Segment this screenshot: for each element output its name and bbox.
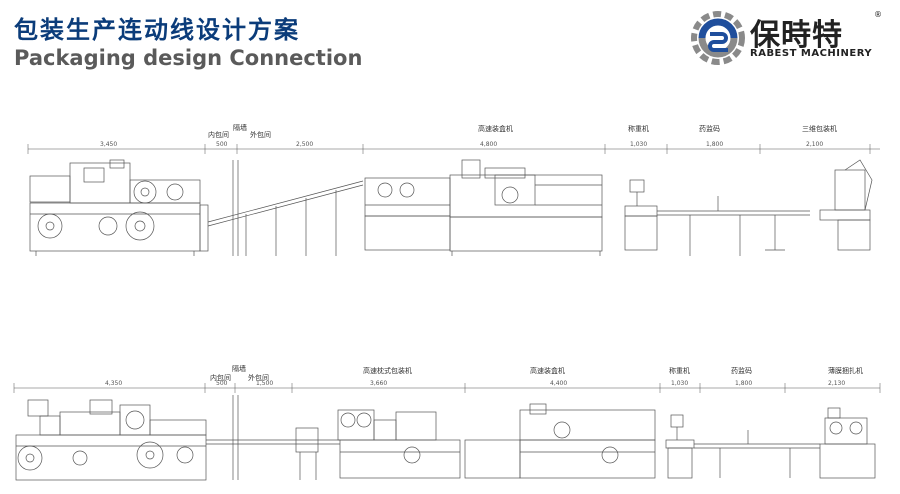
line1-coder	[657, 196, 810, 256]
line2-dim-blister: 4,350	[105, 380, 122, 387]
line2-bundler	[819, 407, 876, 479]
line1-dim-conveyor: 2,500	[296, 141, 313, 148]
line2-label-outer: 外包间	[248, 373, 269, 382]
line2-dim-checkweigher: 1,030	[671, 380, 688, 387]
logo-registered: ®	[874, 10, 882, 19]
page-title-cn: 包装生产连动线设计方案	[14, 16, 300, 44]
line2-dim-bundler: 2,130	[828, 380, 845, 387]
line1-conveyor	[207, 180, 364, 256]
line1-wall	[232, 160, 239, 256]
line1-label-wall: 隔墙	[233, 123, 247, 132]
line2-dim-gap2: 1,500	[256, 380, 273, 387]
line2-dim-pillow: 3,660	[370, 380, 387, 387]
line2-checkweigher	[665, 414, 695, 479]
line2-conveyor	[206, 427, 340, 480]
company-logo: 保時特 ® RABEST MACHINERY	[690, 10, 890, 66]
line2-wall	[232, 395, 239, 480]
line1-wrapper	[765, 159, 873, 251]
line2-blister-machine	[15, 399, 207, 481]
line2-label-cartoner: 高速装盒机	[530, 366, 565, 375]
line1-label-coder: 药监码	[699, 124, 720, 133]
logo-name-en: RABEST MACHINERY	[750, 48, 873, 59]
logo-name-cn: 保時特	[750, 18, 843, 53]
line2-label-pillow: 高速枕式包装机	[363, 366, 412, 375]
line1-label-cartoner: 高速装盒机	[478, 124, 513, 133]
line2-pillow-pack	[337, 409, 461, 479]
line2-label-inner: 内包间	[210, 373, 231, 382]
line1-checkweigher	[624, 179, 658, 251]
line1-label-checkweigher: 称重机	[628, 124, 649, 133]
line2-dim-gap1: 500	[216, 380, 228, 387]
line2-dim-cartoner: 4,400	[550, 380, 567, 387]
page-title-en: Packaging design Connection	[14, 46, 363, 70]
line2-label-bundler: 薄膜捆扎机	[828, 366, 863, 375]
line2-coder	[694, 430, 820, 478]
line2-label-coder: 药监码	[731, 366, 752, 375]
line1-dim-cartoner: 4,800	[480, 141, 497, 148]
logo-mark-icon	[691, 11, 745, 65]
line2-dim-coder: 1,800	[735, 380, 752, 387]
line1-dim-blister: 3,450	[100, 141, 117, 148]
line1-label-inner: 内包间	[208, 130, 229, 139]
line1-cartoner	[364, 159, 603, 256]
line1: 3,450 500 2,500 4,800 1,030 1,800 2,100 …	[27, 123, 880, 256]
line1-dim-wrapper: 2,100	[806, 141, 823, 148]
line2-label-checkweigher: 称重机	[669, 366, 690, 375]
line1-dim-coder: 1,800	[706, 141, 723, 148]
line2-label-wall: 隔墙	[232, 364, 246, 373]
line1-label-outer: 外包间	[250, 130, 271, 139]
line1-dim-checkweigher: 1,030	[630, 141, 647, 148]
line1-label-wrapper: 三维包装机	[802, 124, 837, 133]
line2-cartoner	[464, 403, 656, 479]
line2: 4,350 500 1,500 3,660 4,400 1,030 1,800 …	[13, 364, 881, 481]
line1-dim-gap: 500	[216, 141, 228, 148]
line1-blister-machine	[29, 159, 209, 256]
